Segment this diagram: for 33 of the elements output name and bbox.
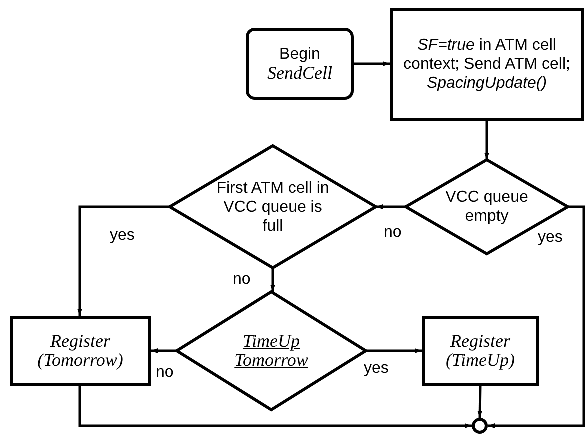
- edge-label: yes: [364, 360, 389, 378]
- node-text: Register (Tomorrow): [36, 332, 124, 370]
- decision-diamond: [406, 160, 568, 254]
- arrow: [78, 206, 170, 316]
- edge-label: yes: [110, 227, 135, 245]
- decision-text: VCC queue empty: [444, 188, 530, 226]
- process-box: [390, 8, 584, 121]
- decision-diamond: [170, 146, 376, 268]
- decision-text: Tomorrow: [234, 351, 308, 370]
- arrow: [151, 348, 177, 354]
- process-box: [10, 316, 151, 386]
- process-box: [422, 316, 539, 386]
- connector-circle: [472, 418, 488, 434]
- arrow: [78, 386, 472, 428]
- node-text: Register (TimeUp): [445, 332, 516, 370]
- edge-label: no: [384, 224, 402, 242]
- decision-diamond: [177, 292, 366, 410]
- arrow: [376, 204, 406, 210]
- edge-label: no: [156, 364, 174, 382]
- node-text: SendCell: [268, 64, 332, 83]
- decision-text: TimeUp: [242, 332, 300, 351]
- arrow: [354, 62, 390, 66]
- arrow: [478, 386, 483, 418]
- edge-label: no: [233, 271, 251, 289]
- decision-text: First ATM cell in VCC queue is full: [216, 178, 330, 236]
- arrow: [488, 206, 586, 428]
- node-text: Begin: [280, 45, 320, 64]
- node-text: SF=true in ATM cell context; Send ATM cell; SpacingUpdate(): [402, 36, 572, 93]
- arrow: [484, 121, 490, 160]
- start-terminal: [246, 28, 354, 100]
- edge-label: yes: [538, 229, 563, 247]
- arrow: [366, 348, 422, 354]
- arrow: [270, 268, 276, 292]
